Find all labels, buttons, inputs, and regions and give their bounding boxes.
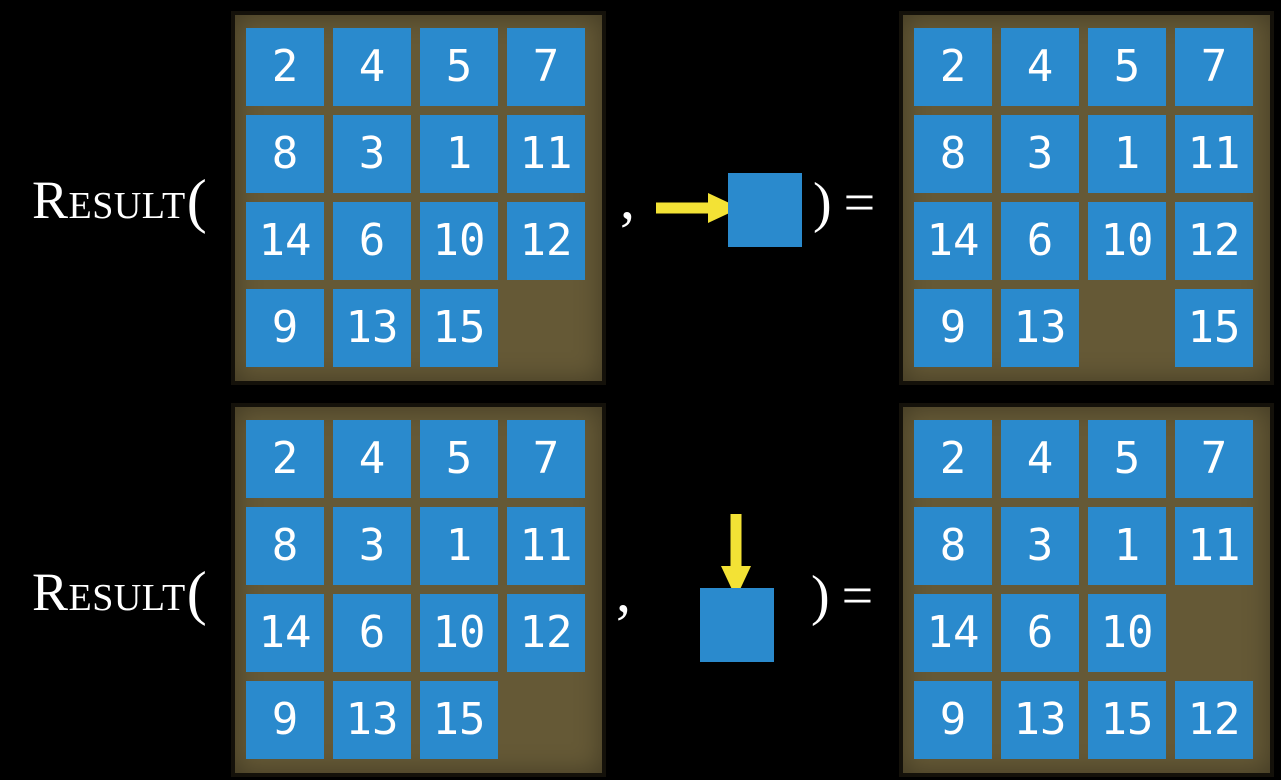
puzzle-tile: 4 (333, 28, 411, 106)
puzzle-tile: 3 (1001, 507, 1079, 585)
equals-sign: = (841, 565, 874, 627)
puzzle-tile: 9 (246, 289, 324, 367)
puzzle-tile: 15 (420, 289, 498, 367)
puzzle-tile: 4 (333, 420, 411, 498)
puzzle-tile: 7 (1175, 420, 1253, 498)
function-name: Result (32, 562, 186, 622)
equals-sign: = (843, 172, 876, 234)
puzzle-tile: 2 (914, 28, 992, 106)
puzzle-tile: 7 (507, 420, 585, 498)
puzzle-tile: 11 (1175, 507, 1253, 585)
empty-cell (1088, 289, 1166, 367)
puzzle-tile: 5 (1088, 420, 1166, 498)
puzzle-tile: 5 (1088, 28, 1166, 106)
puzzle-tile: 5 (420, 28, 498, 106)
puzzle-tile: 3 (333, 115, 411, 193)
puzzle-tile: 10 (420, 594, 498, 672)
puzzle-tile: 2 (246, 28, 324, 106)
puzzle-tile: 13 (333, 681, 411, 759)
puzzle-tile: 7 (507, 28, 585, 106)
puzzle-tile: 8 (914, 507, 992, 585)
puzzle-tile: 6 (333, 202, 411, 280)
puzzle-tile: 14 (914, 594, 992, 672)
puzzle-tile: 15 (420, 681, 498, 759)
puzzle-tile: 12 (1175, 681, 1253, 759)
puzzle-tile: 11 (1175, 115, 1253, 193)
puzzle-tile: 6 (1001, 202, 1079, 280)
puzzle-tile: 9 (246, 681, 324, 759)
empty-cell (507, 289, 585, 367)
open-paren: ( (186, 560, 208, 626)
puzzle-tile: 10 (1088, 594, 1166, 672)
close-paren-equals: )= (811, 568, 873, 624)
puzzle-tile: 13 (333, 289, 411, 367)
puzzle-tile: 13 (1001, 681, 1079, 759)
puzzle-tile: 15 (1088, 681, 1166, 759)
puzzle-tile: 5 (420, 420, 498, 498)
puzzle-tile: 8 (914, 115, 992, 193)
puzzle-tile: 9 (914, 681, 992, 759)
puzzle-tile: 1 (420, 507, 498, 585)
function-name: Result (32, 170, 186, 230)
puzzle-tile: 12 (507, 594, 585, 672)
puzzle-tile: 12 (1175, 202, 1253, 280)
move-right-arrow-icon (656, 193, 740, 223)
puzzle-tile: 6 (1001, 594, 1079, 672)
puzzle-tile: 10 (1088, 202, 1166, 280)
puzzle-tile: 1 (1088, 115, 1166, 193)
empty-cell (507, 681, 585, 759)
puzzle-tile: 7 (1175, 28, 1253, 106)
puzzle-tile: 14 (914, 202, 992, 280)
puzzle-tile: 11 (507, 115, 585, 193)
comma-separator: , (620, 165, 635, 231)
tile-icon (728, 173, 802, 247)
move-down-arrow-icon (721, 514, 751, 598)
puzzle-tile: 8 (246, 507, 324, 585)
puzzle-tile: 2 (246, 420, 324, 498)
comma-separator: , (616, 558, 631, 624)
puzzle-tile: 1 (420, 115, 498, 193)
function-label: Result( (32, 171, 207, 231)
puzzle-tile: 3 (333, 507, 411, 585)
puzzle-tile: 14 (246, 594, 324, 672)
puzzle-tile: 15 (1175, 289, 1253, 367)
puzzle-tile: 14 (246, 202, 324, 280)
function-label: Result( (32, 563, 207, 623)
close-paren-equals: )= (813, 175, 875, 231)
puzzle-tile: 1 (1088, 507, 1166, 585)
close-paren: ) (811, 565, 830, 627)
puzzle-tile: 6 (333, 594, 411, 672)
puzzle-tile: 4 (1001, 420, 1079, 498)
empty-cell (1175, 594, 1253, 672)
puzzle-tile: 12 (507, 202, 585, 280)
puzzle-tile: 2 (914, 420, 992, 498)
puzzle-tile: 13 (1001, 289, 1079, 367)
tile-icon (700, 588, 774, 662)
puzzle-tile: 10 (420, 202, 498, 280)
close-paren: ) (813, 172, 832, 234)
open-paren: ( (186, 168, 208, 234)
puzzle-tile: 9 (914, 289, 992, 367)
puzzle-tile: 11 (507, 507, 585, 585)
puzzle-tile: 8 (246, 115, 324, 193)
puzzle-tile: 3 (1001, 115, 1079, 193)
puzzle-tile: 4 (1001, 28, 1079, 106)
